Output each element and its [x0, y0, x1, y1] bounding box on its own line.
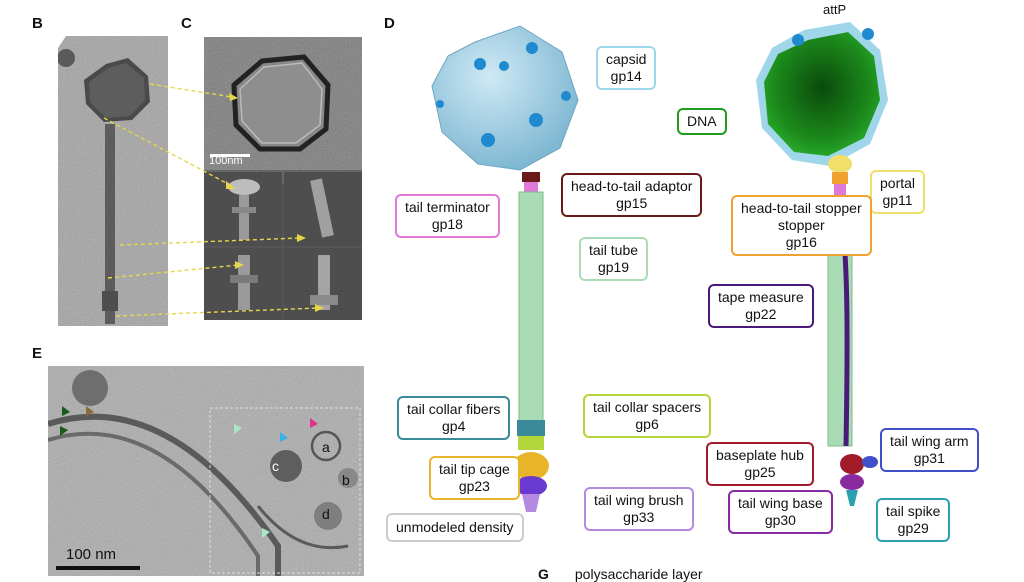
right-phage-wing-arm — [862, 456, 878, 468]
panel-e-tomogram: c a b d 100 nm — [48, 366, 364, 576]
panel-b-c-connectors — [103, 83, 324, 317]
right-phage-capsid — [756, 22, 888, 166]
right-phage-stopper — [832, 172, 848, 184]
vesicle-label-b: b — [342, 472, 350, 488]
panel-letter-d: D — [384, 15, 395, 32]
label-dna: DNA — [677, 108, 727, 135]
panel-b-micrograph — [58, 36, 168, 326]
left-phage-tip-cage — [513, 452, 549, 480]
panel-letter-b: B — [32, 15, 43, 32]
panel-e-image — [48, 366, 364, 576]
connector-tail-lower — [107, 264, 239, 279]
right-phage-spike — [846, 490, 858, 506]
left-phage-capsid — [431, 25, 579, 171]
connector-tail — [119, 237, 301, 246]
vesicle-label-a: a — [322, 439, 330, 455]
panel-e-scale-label: 100 nm — [66, 546, 117, 563]
right-phage-wing-base — [840, 474, 864, 490]
vesicle-label-c: c — [272, 458, 279, 474]
connector-baseplate — [115, 307, 319, 317]
left-phage-collar-fibers — [517, 420, 545, 436]
attp-label: attP — [823, 2, 847, 17]
panel-letter-c: C — [181, 15, 192, 32]
label-unmodeled-density: unmodeled density — [386, 513, 524, 542]
panel-c-image — [204, 37, 362, 320]
connector-capsid — [149, 83, 233, 98]
right-phage-baseplate-hub — [840, 454, 864, 474]
left-phage-collar-spacers — [518, 436, 544, 450]
left-phage-tail-tube — [518, 191, 544, 441]
left-phage-adaptor — [522, 172, 540, 182]
left-phage-wing-brush — [515, 476, 547, 496]
panel-c-scale-label: 100nm — [209, 155, 243, 167]
panel-c-class-averages: 100nm — [204, 37, 362, 320]
right-phage-portal — [828, 155, 852, 173]
connector-neck — [103, 117, 231, 186]
left-phage-terminator — [524, 182, 538, 192]
vesicle-label-d: d — [322, 506, 330, 522]
panel-d-models — [431, 22, 888, 512]
panel-letter-e: E — [32, 345, 43, 362]
panel-b-phage-image — [58, 36, 168, 326]
